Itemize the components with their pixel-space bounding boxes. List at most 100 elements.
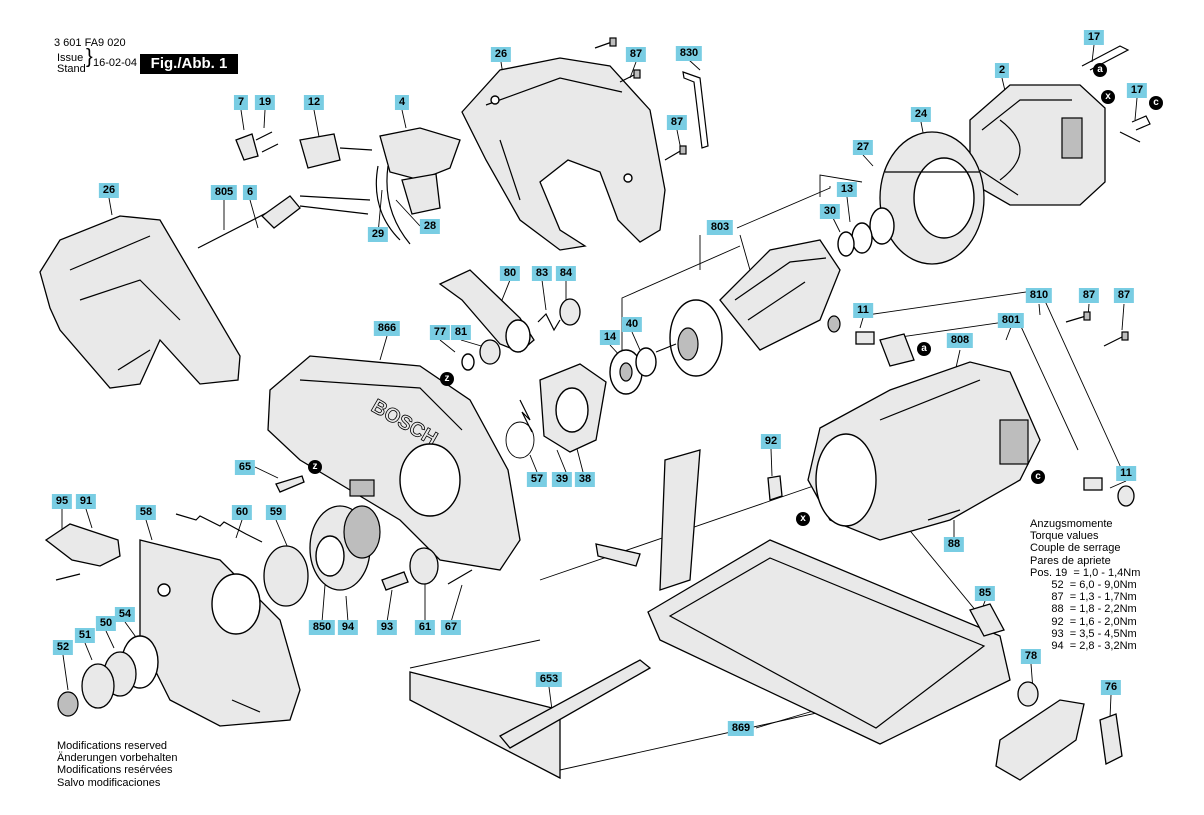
callout: 30 xyxy=(819,204,841,219)
note-line: Modifications resérvées xyxy=(57,764,173,777)
pin-65 xyxy=(275,475,305,493)
torque-title-fr: Couple de serrage xyxy=(1030,542,1121,555)
base-plate-869 xyxy=(595,449,1011,745)
callout: 85 xyxy=(974,586,996,601)
bearings-14-40 xyxy=(609,347,657,395)
blade-flange-set xyxy=(57,635,159,717)
callout: 19 xyxy=(254,95,276,110)
callout: 11 xyxy=(853,303,873,318)
callout: 94 xyxy=(337,620,359,635)
wires-28-29 xyxy=(375,165,411,245)
callout: 24 xyxy=(910,107,932,122)
depth-lever-80 xyxy=(438,269,581,353)
callout: 40 xyxy=(621,317,643,332)
torque-row: Pos. 19 = 1,0 - 1,4Nm xyxy=(1030,566,1141,579)
callout: 27 xyxy=(852,140,874,155)
callout: 653 xyxy=(535,672,563,687)
callout: 93 xyxy=(376,620,398,635)
callout: 11 xyxy=(1116,466,1136,481)
callout: 61 xyxy=(414,620,436,635)
rip-fence-653 xyxy=(409,659,652,780)
cable-clamp-7 xyxy=(235,131,279,161)
torque-row: 52 = 6,0 - 9,0Nm xyxy=(1030,579,1137,592)
switch-12-4 xyxy=(299,127,461,215)
callout: 87 xyxy=(666,115,688,130)
figure-label: Fig./Abb. 1 xyxy=(140,54,238,74)
modification-notes: Modifications reserved Änderungen vorbeh… xyxy=(57,740,177,789)
ref-marker: z xyxy=(440,372,454,386)
callout: 810 xyxy=(1025,288,1053,303)
callout: 54 xyxy=(114,607,136,622)
callout: 13 xyxy=(836,182,858,197)
note-line: Modifications reserved xyxy=(57,740,168,752)
callout: 869 xyxy=(727,721,755,736)
callout: 87 xyxy=(1078,288,1100,303)
callout: 801 xyxy=(997,313,1025,328)
fan-baffle-24 xyxy=(879,131,985,265)
callout: 6 xyxy=(242,185,258,200)
washer-bushing-77-81 xyxy=(461,339,501,371)
callout: 2 xyxy=(994,63,1010,78)
callout: 830 xyxy=(675,46,703,61)
brush-holder xyxy=(879,333,915,367)
bevel-bracket-78-76 xyxy=(995,681,1123,781)
stator-field-coil xyxy=(969,84,1106,206)
brush-springs-17 xyxy=(1081,45,1151,143)
bolts-93-61-67 xyxy=(381,547,473,591)
callout: 26 xyxy=(98,183,120,198)
retainer-plate-38 xyxy=(505,363,607,459)
callout: 65 xyxy=(234,460,256,475)
issue-label: Issue xyxy=(57,52,84,64)
spring-60 xyxy=(175,513,263,543)
callout: 67 xyxy=(440,620,462,635)
rear-handle-26 xyxy=(39,215,241,389)
callout: 51 xyxy=(74,628,96,643)
callout: 808 xyxy=(946,333,974,348)
motor-housing-808 xyxy=(807,361,1041,541)
torque-title-de: Anzugsmomente xyxy=(1030,518,1113,530)
callout: 14 xyxy=(599,330,621,345)
callout: 39 xyxy=(551,472,573,487)
callout: 17 xyxy=(1083,30,1105,45)
spindle-gear-850 xyxy=(309,505,381,591)
clip-92 xyxy=(767,475,783,501)
ref-marker: z xyxy=(308,460,322,474)
callout: 80 xyxy=(499,266,521,281)
callout: 7 xyxy=(233,95,249,110)
torque-row: 93 = 3,5 - 4,5Nm xyxy=(1030,627,1137,640)
callout: 52 xyxy=(52,640,74,655)
callout: 81 xyxy=(450,325,472,340)
callout: 84 xyxy=(555,266,577,281)
torque-row: 88 = 1,8 - 2,2Nm xyxy=(1030,603,1137,616)
torque-row: 92 = 1,6 - 2,0Nm xyxy=(1030,615,1137,628)
callout: 50 xyxy=(95,616,117,631)
upper-housing-shell xyxy=(461,57,666,251)
callout: 4 xyxy=(394,95,410,110)
ref-marker: c xyxy=(1031,470,1045,484)
ring-59 xyxy=(263,545,309,607)
callout: 76 xyxy=(1100,680,1122,695)
callout: 57 xyxy=(526,472,548,487)
issue-date: 16-02-04 xyxy=(93,57,138,69)
stand-label: Stand xyxy=(57,63,86,75)
note-line: Salvo modificaciones xyxy=(57,776,161,789)
blade-guard-58 xyxy=(139,539,301,727)
torque-values-table: Anzugsmomente Torque values Couple de se… xyxy=(1030,518,1140,652)
callout: 59 xyxy=(265,505,287,520)
armature-803 xyxy=(655,239,841,377)
callout: 78 xyxy=(1020,649,1042,664)
callout: 26 xyxy=(490,47,512,62)
allen-key xyxy=(682,71,709,149)
callout: 29 xyxy=(367,227,389,242)
callout: 87 xyxy=(1113,288,1135,303)
bearing-rings xyxy=(837,207,895,257)
callout: 850 xyxy=(308,620,336,635)
callout: 58 xyxy=(135,505,157,520)
callout: 866 xyxy=(373,321,401,336)
torque-row: 94 = 2,8 - 3,2Nm xyxy=(1030,640,1137,653)
note-line: Änderungen vorbehalten xyxy=(57,752,178,765)
lower-housing-866: BOSCH xyxy=(267,355,521,571)
part-number: 3 601 FA9 020 xyxy=(54,37,126,49)
